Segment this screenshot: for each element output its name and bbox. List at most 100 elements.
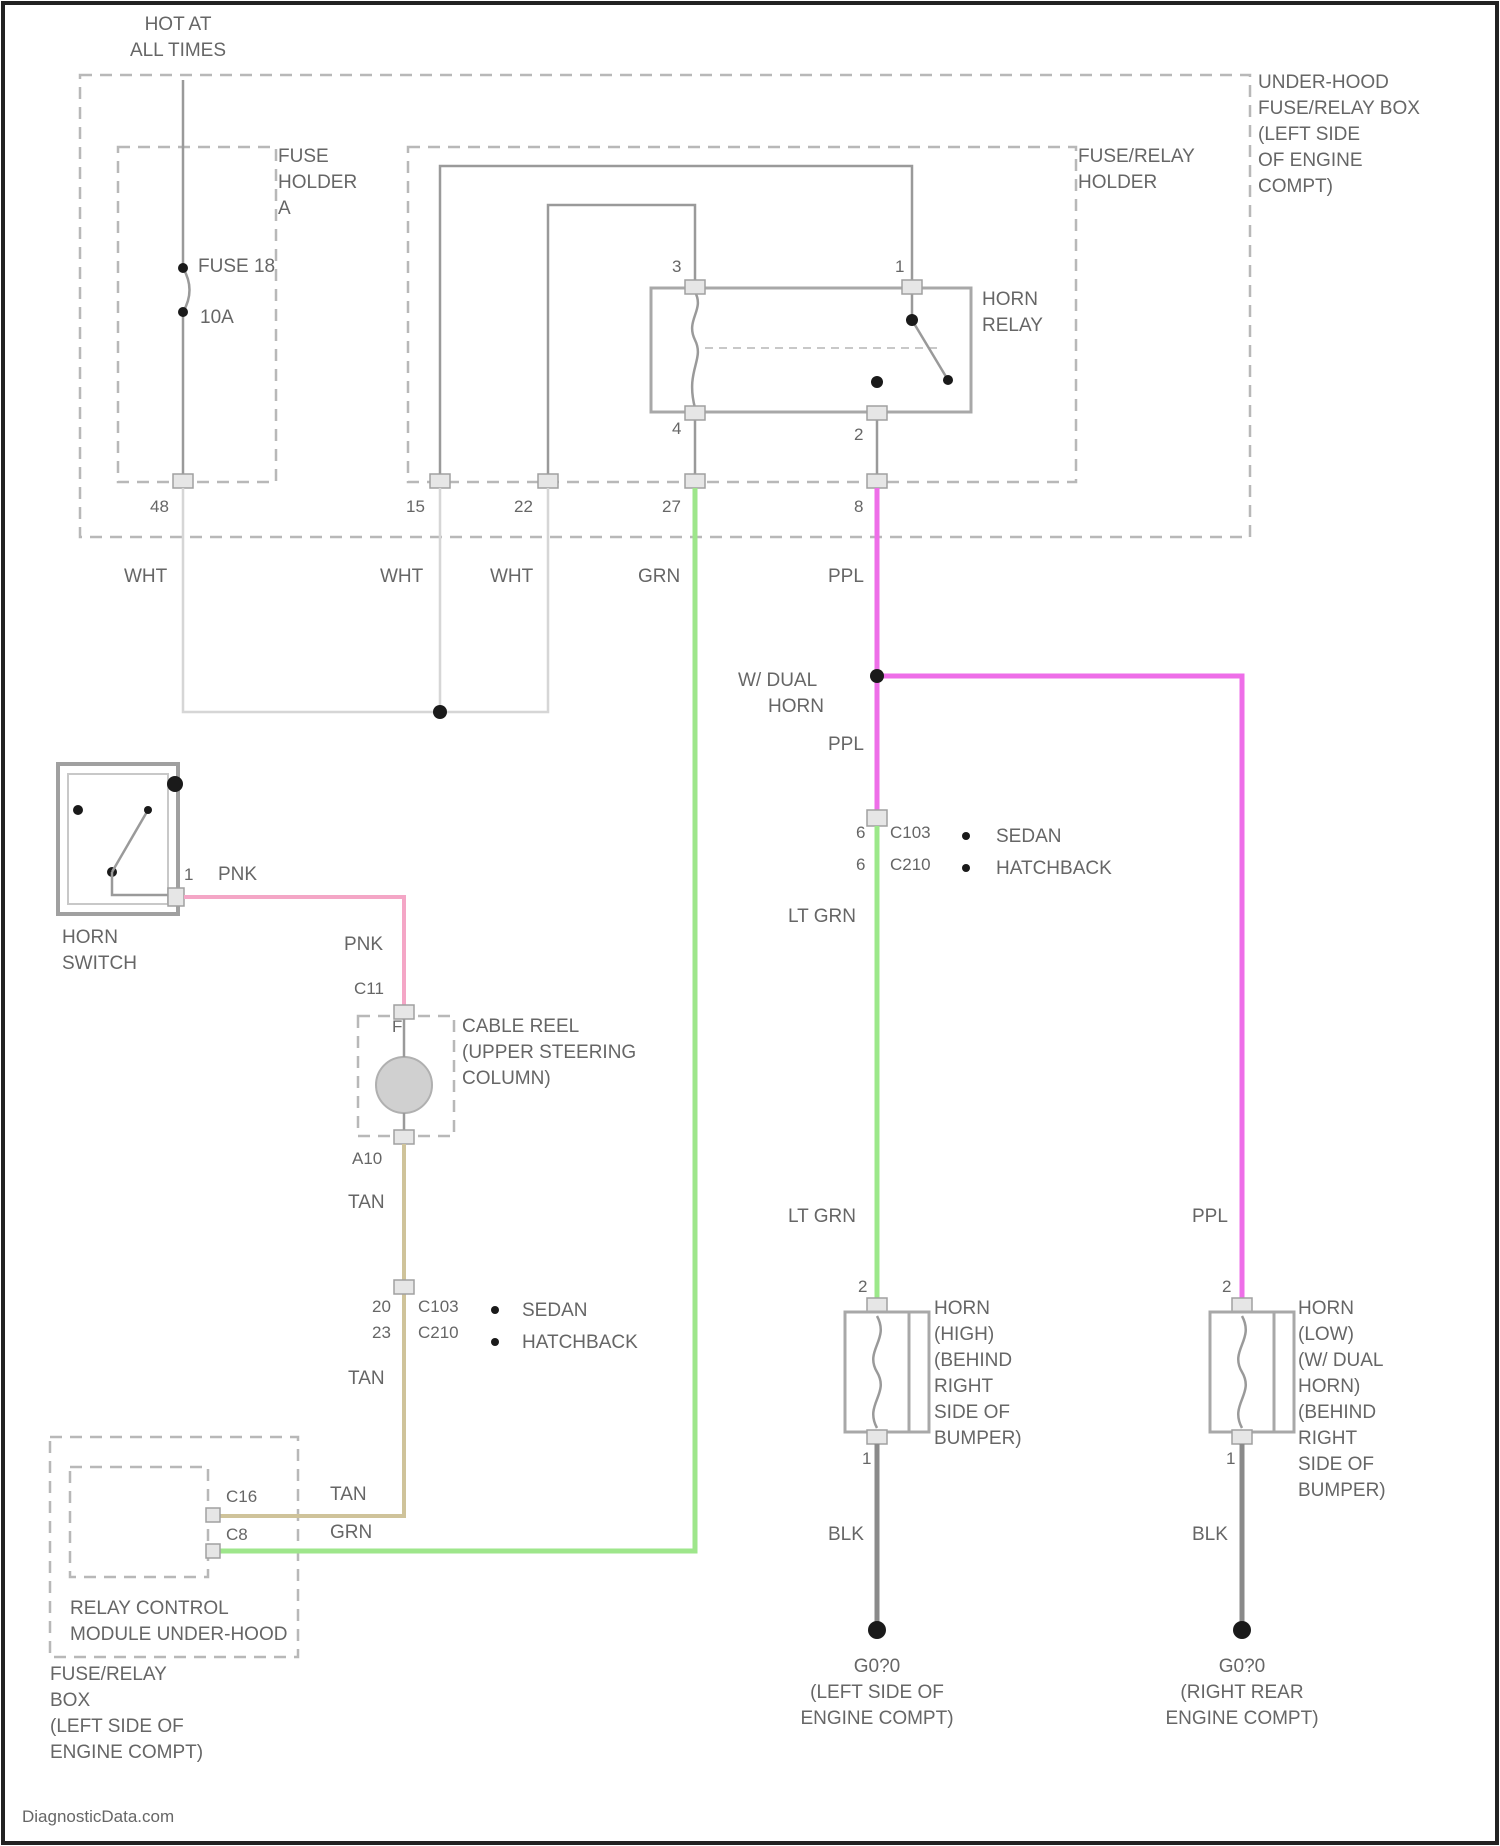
horn-switch-label-2: SWITCH bbox=[62, 953, 137, 974]
cable-reel-label-2: (UPPER STEERING bbox=[462, 1042, 636, 1063]
wire-label-pnk-1: PNK bbox=[218, 864, 257, 885]
c210-left-variant: HATCHBACK bbox=[522, 1332, 638, 1353]
wire-label-lt-grn-2: LT GRN bbox=[788, 1206, 856, 1227]
dual-horn-label-1: W/ DUAL bbox=[738, 670, 817, 691]
relay-terminal-1 bbox=[902, 280, 922, 294]
a10-connector bbox=[394, 1130, 414, 1144]
relay-module-inner-outline bbox=[70, 1467, 208, 1577]
power-label-2: ALL TIMES bbox=[130, 40, 226, 61]
pin-48: 48 bbox=[150, 497, 169, 516]
pin-8: 8 bbox=[854, 497, 863, 516]
horn-relay-label-1: HORN bbox=[982, 289, 1038, 310]
horn-low-label-4: HORN) bbox=[1298, 1376, 1360, 1397]
c103-name: C103 bbox=[890, 823, 931, 842]
fuse-holder-label-1: FUSE bbox=[278, 146, 329, 167]
horn-high-label-4: RIGHT bbox=[934, 1376, 994, 1397]
relay-contact bbox=[871, 376, 883, 388]
relay-pin-2: 2 bbox=[854, 425, 863, 444]
wire-label-grn-bottom: GRN bbox=[330, 1522, 372, 1543]
wire-label-tan-2: TAN bbox=[348, 1368, 385, 1389]
horn-low-label-7: SIDE OF bbox=[1298, 1454, 1374, 1475]
wire-label-tan-3: TAN bbox=[330, 1484, 367, 1505]
relay-holder-label-2: HOLDER bbox=[1078, 172, 1157, 193]
wire-label-wht-2: WHT bbox=[380, 566, 424, 587]
sedan-bullet-right bbox=[962, 832, 970, 840]
wire-label-blk-1: BLK bbox=[828, 1524, 864, 1545]
horn-low-label-3: (W/ DUAL bbox=[1298, 1350, 1384, 1371]
fuse-box-label-3: (LEFT SIDE bbox=[1258, 124, 1360, 145]
hatchback-bullet-left bbox=[491, 1338, 499, 1346]
horn-low-label-8: BUMPER) bbox=[1298, 1480, 1386, 1501]
outer-frame bbox=[3, 3, 1497, 1843]
c103-left-pin: 20 bbox=[372, 1297, 391, 1316]
horn-high-terminal-1 bbox=[867, 1430, 887, 1444]
power-label-1: HOT AT bbox=[145, 14, 212, 35]
pin-22: 22 bbox=[514, 497, 533, 516]
relay-pin-1: 1 bbox=[895, 257, 904, 276]
horn-low-terminal-1 bbox=[1232, 1430, 1252, 1444]
horn-switch-arm bbox=[112, 810, 148, 872]
ground-1-label-2: ENGINE COMPT) bbox=[800, 1708, 953, 1729]
c210-pin: 6 bbox=[856, 855, 865, 874]
ground-2-label-2: ENGINE COMPT) bbox=[1165, 1708, 1318, 1729]
pin-27: 27 bbox=[662, 497, 681, 516]
sedan-bullet-left bbox=[491, 1306, 499, 1314]
horn-high-pin-1: 1 bbox=[862, 1449, 871, 1468]
relay-module-label-1: RELAY CONTROL bbox=[70, 1598, 229, 1619]
footer-credit: DiagnosticData.com bbox=[22, 1807, 174, 1826]
ground-1-name: G0?0 bbox=[854, 1656, 900, 1677]
wire-label-tan-1: TAN bbox=[348, 1192, 385, 1213]
wire-label-grn-top: GRN bbox=[638, 566, 680, 587]
c210-variant: HATCHBACK bbox=[996, 858, 1112, 879]
relay-pin-3: 3 bbox=[672, 257, 681, 276]
cable-reel-conn: C11 bbox=[354, 979, 384, 998]
wire-label-ppl-top: PPL bbox=[828, 566, 864, 587]
grn-wire bbox=[220, 488, 695, 1551]
relay-terminal-3 bbox=[685, 280, 705, 294]
horn-high-label-6: BUMPER) bbox=[934, 1428, 1022, 1449]
horn-low-pin-1: 1 bbox=[1226, 1449, 1235, 1468]
horn-high-label-1: HORN bbox=[934, 1298, 990, 1319]
horn-high-label-3: (BEHIND bbox=[934, 1350, 1012, 1371]
horn-switch-pin: 1 bbox=[184, 865, 193, 884]
c103-variant: SEDAN bbox=[996, 826, 1061, 847]
fuse-holder-label-3: A bbox=[278, 198, 291, 219]
fuse-rating: 10A bbox=[200, 307, 234, 328]
fuse-holder-outline bbox=[118, 147, 276, 482]
ground-2-symbol bbox=[1233, 1621, 1251, 1639]
cable-reel-label-3: COLUMN) bbox=[462, 1068, 551, 1089]
ground-1-symbol bbox=[868, 1621, 886, 1639]
horn-high-bell bbox=[909, 1312, 929, 1432]
ground-2-name: G0?0 bbox=[1219, 1656, 1265, 1677]
horn-switch-inner bbox=[68, 774, 168, 904]
wire-label-ppl-right: PPL bbox=[1192, 1206, 1228, 1227]
box-terminal-15 bbox=[430, 474, 450, 488]
horn-switch-terminal bbox=[168, 888, 184, 906]
relay-module-label-3: FUSE/RELAY bbox=[50, 1664, 167, 1685]
box-terminal-27 bbox=[685, 474, 705, 488]
horn-low-pin-2: 2 bbox=[1222, 1277, 1231, 1296]
cable-reel-symbol bbox=[376, 1057, 432, 1113]
c103-left-connector bbox=[394, 1280, 414, 1294]
module-pin-c8: C8 bbox=[226, 1525, 248, 1544]
fuse-box-label-2: FUSE/RELAY BOX bbox=[1258, 98, 1420, 119]
relay-module-label-4: BOX bbox=[50, 1690, 90, 1711]
c103-left-variant: SEDAN bbox=[522, 1300, 587, 1321]
fuse-box-label-5: COMPT) bbox=[1258, 176, 1333, 197]
wire-label-wht-3: WHT bbox=[490, 566, 534, 587]
horn-low-label-2: (LOW) bbox=[1298, 1324, 1354, 1345]
horn-switch-contact-a bbox=[73, 805, 83, 815]
wire-label-pnk-2: PNK bbox=[344, 934, 383, 955]
relay-terminal-2 bbox=[867, 406, 887, 420]
horn-high-label-2: (HIGH) bbox=[934, 1324, 994, 1345]
relay-holder-label-1: FUSE/RELAY bbox=[1078, 146, 1195, 167]
horn-switch-body bbox=[58, 764, 178, 914]
fuse-label: FUSE 18 bbox=[198, 256, 275, 277]
horn-low-label-1: HORN bbox=[1298, 1298, 1354, 1319]
c8-terminal bbox=[206, 1544, 220, 1558]
cable-reel-label-1: CABLE REEL bbox=[462, 1016, 579, 1037]
fuse-terminal-top bbox=[178, 263, 188, 273]
horn-switch-label-1: HORN bbox=[62, 927, 118, 948]
wht-wire-loop bbox=[183, 488, 548, 712]
